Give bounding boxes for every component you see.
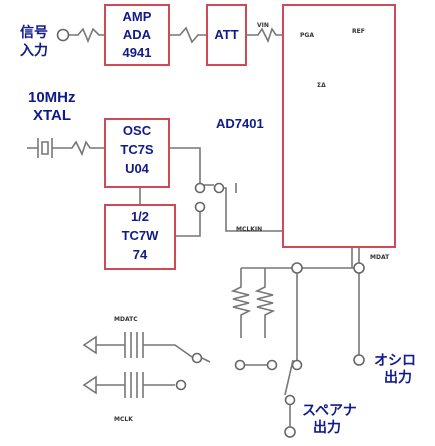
spectrum-output-jack-icon <box>284 426 296 438</box>
crystal-icon <box>27 138 104 158</box>
amp-block: AMP ADA 4941 <box>104 4 170 66</box>
xtal-label-line-1: 10MHz <box>28 89 76 106</box>
mdatc-label: MDATC <box>114 316 138 323</box>
amp-att-wire <box>170 26 206 44</box>
divider-block: 1/2 TC7W 74 <box>104 204 176 270</box>
amp-line-1: AMP <box>122 9 152 24</box>
xtal-label-line-2: XTAL <box>33 107 72 124</box>
att-label: ATT <box>214 27 239 42</box>
ref-label: REF <box>352 28 365 35</box>
divider-line-3: 74 <box>132 247 148 262</box>
vin-label: VIN <box>257 22 269 29</box>
osc-output-wire <box>168 147 214 186</box>
pga-label: PGA <box>300 32 314 39</box>
att-block: ATT <box>206 4 247 66</box>
clock-switch-contact <box>194 201 206 213</box>
output-switch-contact <box>234 359 246 371</box>
input-jack-icon <box>56 27 104 44</box>
osc-line-2: TC7S <box>120 142 154 157</box>
spectrum-output-label-line-1: スペアナ <box>302 402 357 418</box>
chip-label: AD7401 <box>216 116 264 131</box>
output-switch-contact <box>266 359 278 371</box>
osc-line-1: OSC <box>122 123 152 138</box>
amp-line-3: 4941 <box>122 45 152 60</box>
divider-line-1: 1/2 <box>130 209 150 224</box>
scope-output-label-line-1: オシロ <box>374 352 416 368</box>
divider-output-wire <box>176 212 201 237</box>
mclk-terminal <box>175 379 187 391</box>
bus-junction <box>353 262 365 274</box>
spectrum-output-label-line-2: 出力 <box>313 419 341 435</box>
sigma-delta-label: ΣΔ <box>317 82 326 89</box>
mclkin-label: MCLKIN <box>236 226 263 233</box>
att-chip-wire <box>247 27 282 44</box>
mdatc-connector-icon <box>82 332 193 358</box>
resistor-icon <box>230 268 252 338</box>
mclk-connector-icon <box>82 372 175 398</box>
input-label-line-1: 信号 <box>20 24 48 40</box>
scope-output-jack-icon <box>353 354 365 366</box>
ad7401-block <box>282 4 396 248</box>
mclk-label: MCLK <box>114 416 133 423</box>
output-switch-contact <box>291 359 303 371</box>
osc-block: OSC TC7S U04 <box>104 118 170 188</box>
osc-line-3: U04 <box>125 161 149 176</box>
input-label-line-2: 入力 <box>20 42 48 58</box>
mclkin-wire <box>224 187 282 232</box>
output-switch-arm <box>201 357 294 396</box>
amp-line-2: ADA <box>122 27 152 42</box>
clock-switch-contact <box>194 182 206 194</box>
output-bus <box>241 267 360 355</box>
bus-junction <box>291 262 303 274</box>
mdat-label: MDAT <box>370 254 390 261</box>
output-switch-contact <box>191 352 203 364</box>
scope-output-label-line-2: 出力 <box>384 369 412 385</box>
resistor-icon <box>254 268 276 338</box>
chip-output-wire <box>351 248 360 268</box>
output-switch-contact <box>284 394 296 406</box>
divider-line-2: TC7W <box>121 228 159 243</box>
clock-switch-contact <box>213 182 225 194</box>
